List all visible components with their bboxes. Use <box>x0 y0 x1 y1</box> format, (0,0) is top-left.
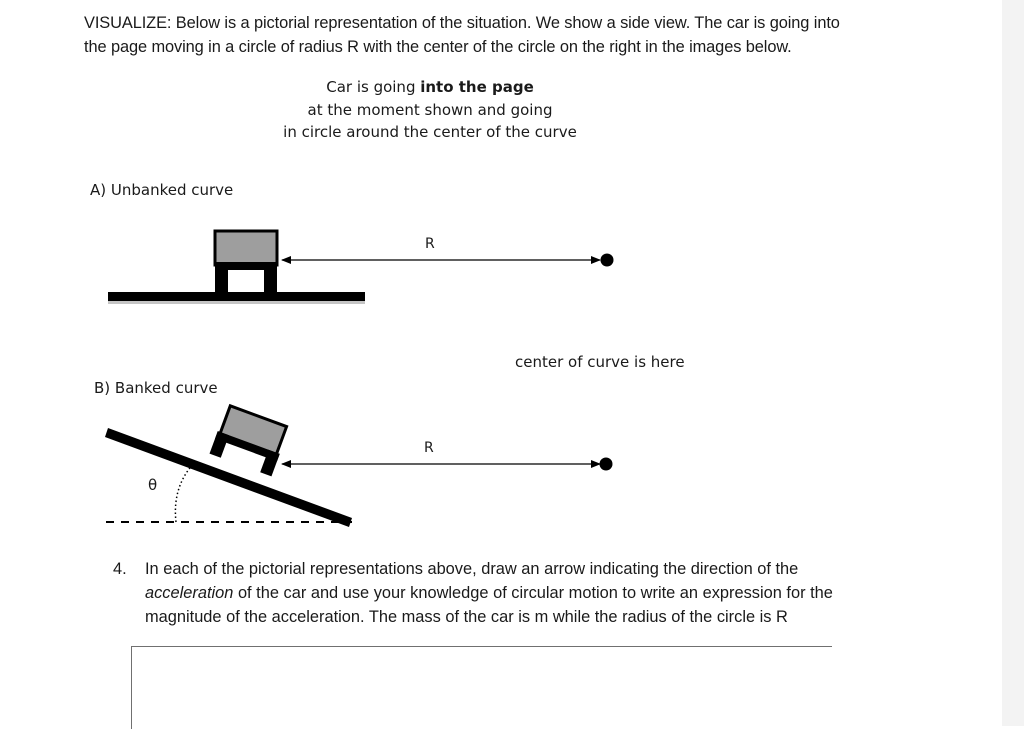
car-wheel-left <box>209 431 230 458</box>
page-right-margin <box>1002 0 1024 726</box>
question-number: 4. <box>113 560 127 578</box>
question-line-2: acceleration of the car and use your kno… <box>145 581 893 605</box>
intro-line-1: VISUALIZE: Below is a pictorial represen… <box>84 14 840 32</box>
question-italic-acceleration: acceleration <box>145 584 234 602</box>
center-point-a <box>600 253 614 267</box>
intro-paragraph: VISUALIZE: Below is a pictorial represen… <box>84 11 984 59</box>
caption-line-1-prefix: Car is going <box>326 78 421 96</box>
answer-box[interactable] <box>131 646 832 729</box>
question-line-1: In each of the pictorial representations… <box>145 560 799 578</box>
unbanked-diagram <box>108 229 614 304</box>
caption-line-1: Car is going into the page <box>230 76 630 99</box>
diagram-caption: Car is going into the page at the moment… <box>230 76 630 144</box>
label-unbanked-curve: A) Unbanked curve <box>90 181 234 199</box>
label-center-of-curve: center of curve is here <box>515 353 685 371</box>
label-banked-curve: B) Banked curve <box>94 379 218 397</box>
question-line-3: magnitude of the acceleration. The mass … <box>145 608 788 626</box>
banked-diagram <box>105 403 613 527</box>
road-flat <box>108 292 365 301</box>
car-wheel-right <box>260 449 280 477</box>
question-4: 4. In each of the pictorial representati… <box>113 557 893 629</box>
caption-line-3: in circle around the center of the curve <box>283 123 577 141</box>
radius-label-a: R <box>425 236 435 252</box>
center-point-b <box>599 457 613 471</box>
radius-label-b: R <box>424 440 434 456</box>
car-body <box>213 229 279 267</box>
caption-line-1-bold: into the page <box>420 78 534 96</box>
road-banked <box>105 428 352 527</box>
caption-line-2: at the moment shown and going <box>307 100 553 119</box>
road-flat-shadow <box>108 301 365 304</box>
car-wheel-left <box>215 262 228 294</box>
question-text: In each of the pictorial representations… <box>145 557 893 629</box>
car-unbanked <box>213 229 279 294</box>
angle-theta-label: θ <box>148 476 158 494</box>
car-wheel-right <box>264 262 277 294</box>
intro-line-2: the page moving in a circle of radius R … <box>84 38 792 56</box>
car-chassis <box>215 431 280 462</box>
car-chassis <box>215 262 277 270</box>
question-line-2-rest: of the car and use your knowledge of cir… <box>233 584 833 602</box>
angle-arc <box>174 461 196 523</box>
car-banked <box>209 403 289 477</box>
